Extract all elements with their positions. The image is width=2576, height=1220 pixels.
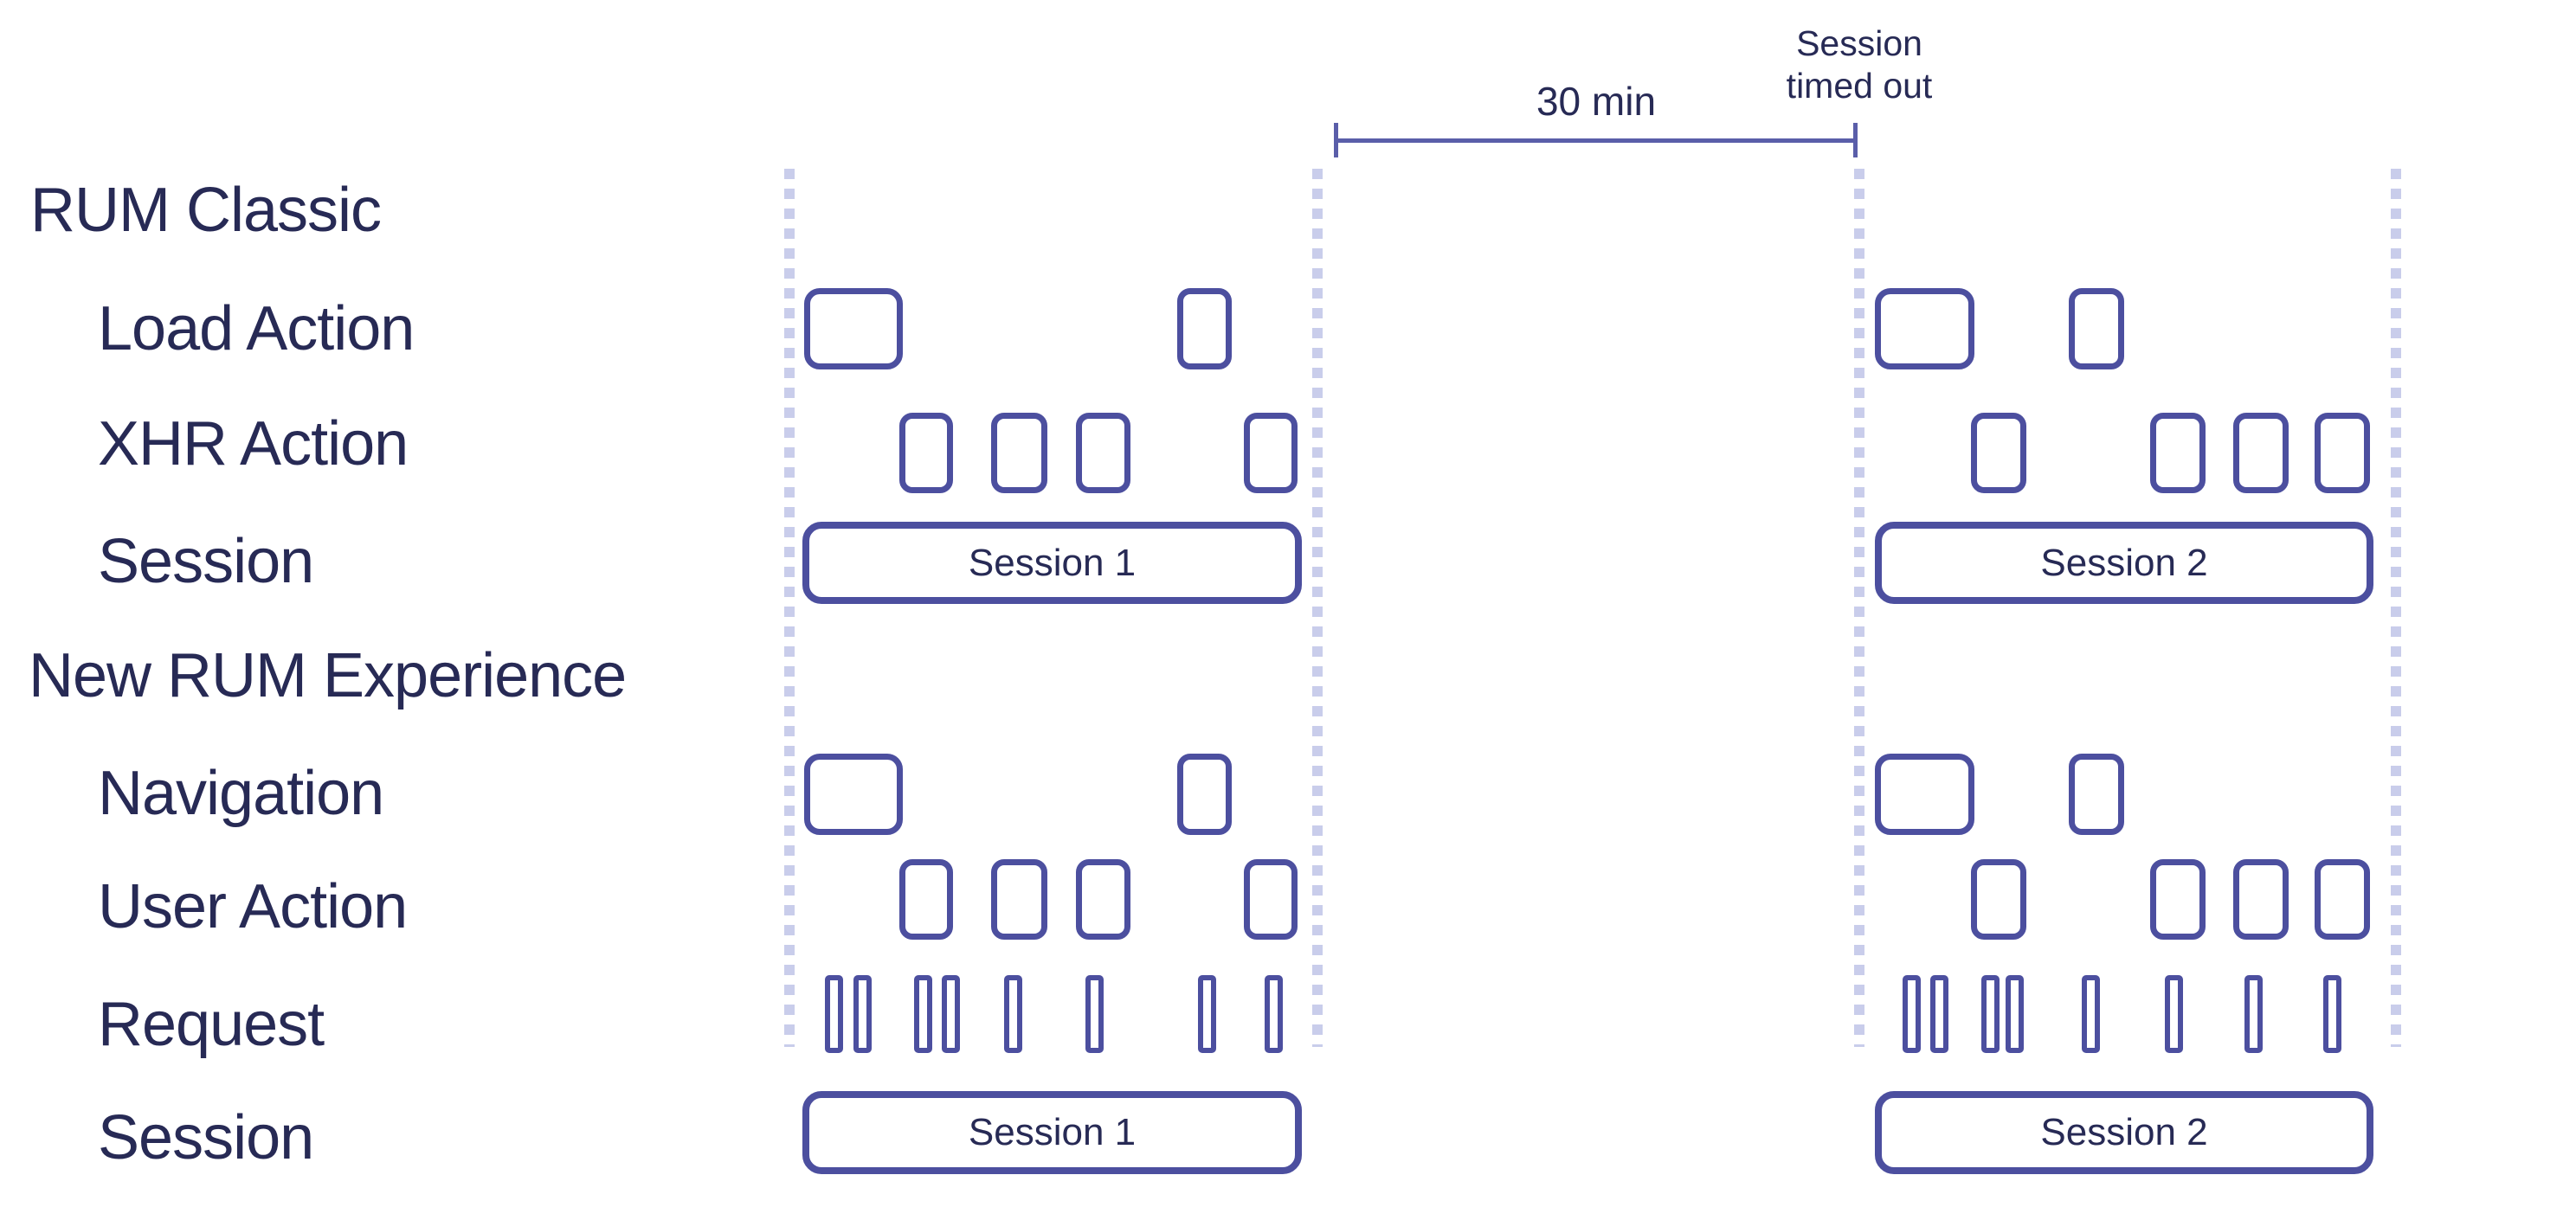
session-boundary-line: [784, 169, 795, 1047]
session-box: Session 1: [802, 522, 1302, 604]
request-bar: [942, 975, 960, 1053]
session-box-label: Session 2: [2040, 1111, 2208, 1153]
duration-ruler-tick-left: [1334, 123, 1338, 157]
row-label-request: Request: [98, 990, 325, 1059]
xhr-action-box: [2150, 413, 2206, 493]
xhr-action-box: [2315, 413, 2370, 493]
row-label-user-action: User Action: [98, 872, 408, 941]
request-bar: [1903, 975, 1921, 1053]
session-box-label: Session 2: [2040, 541, 2208, 584]
navigation-box: [804, 754, 903, 835]
user-action-box: [991, 859, 1047, 940]
load-action-box: [2069, 288, 2124, 369]
user-action-box: [1971, 859, 2026, 940]
row-label-session-new: Session: [98, 1103, 314, 1172]
session-boundary-line: [2391, 169, 2401, 1047]
navigation-box: [1875, 754, 1974, 835]
section-label-new-rum: New RUM Experience: [29, 641, 627, 710]
row-label-xhr-action: XHR Action: [98, 409, 409, 478]
user-action-box: [899, 859, 953, 940]
session-boundary-line: [1312, 169, 1323, 1047]
session-box-label: Session 1: [968, 541, 1137, 584]
load-action-box: [1177, 288, 1232, 369]
user-action-box: [2233, 859, 2289, 940]
session-timed-out-label: Session timed out: [1721, 22, 1998, 107]
section-label-rum-classic: RUM Classic: [30, 176, 382, 245]
session-box: Session 2: [1875, 1091, 2373, 1174]
user-action-box: [2315, 859, 2370, 940]
request-bar: [853, 975, 872, 1053]
request-bar: [1004, 975, 1022, 1053]
session-timed-out-line1: Session: [1796, 23, 1922, 63]
request-bar: [825, 975, 843, 1053]
session-box: Session 1: [802, 1091, 1302, 1174]
request-bar: [1198, 975, 1216, 1053]
user-action-box: [2150, 859, 2206, 940]
duration-label: 30 min: [1536, 79, 1657, 124]
session-box-label: Session 1: [968, 1111, 1137, 1153]
row-label-session-classic: Session: [98, 527, 314, 596]
load-action-box: [1875, 288, 1974, 369]
session-boundary-line: [1854, 169, 1864, 1047]
request-bar: [2165, 975, 2183, 1053]
load-action-box: [804, 288, 903, 369]
request-bar: [2244, 975, 2263, 1053]
request-bar: [1085, 975, 1104, 1053]
row-label-navigation: Navigation: [98, 759, 384, 828]
xhr-action-box: [2233, 413, 2289, 493]
user-action-box: [1076, 859, 1130, 940]
session-box: Session 2: [1875, 522, 2373, 604]
xhr-action-box: [991, 413, 1047, 493]
request-bar: [2006, 975, 2024, 1053]
duration-ruler-tick-right: [1853, 123, 1858, 157]
navigation-box: [2069, 754, 2124, 835]
session-timed-out-line2: timed out: [1786, 66, 1933, 106]
xhr-action-box: [1971, 413, 2026, 493]
xhr-action-box: [1076, 413, 1130, 493]
request-bar: [1930, 975, 1948, 1053]
row-label-load-action: Load Action: [98, 294, 415, 363]
request-bar: [914, 975, 932, 1053]
user-action-box: [1244, 859, 1298, 940]
xhr-action-box: [1244, 413, 1298, 493]
request-bar: [1981, 975, 2000, 1053]
navigation-box: [1177, 754, 1232, 835]
request-bar: [2082, 975, 2100, 1053]
request-bar: [1265, 975, 1283, 1053]
duration-ruler-line: [1336, 138, 1856, 143]
xhr-action-box: [899, 413, 953, 493]
request-bar: [2323, 975, 2341, 1053]
